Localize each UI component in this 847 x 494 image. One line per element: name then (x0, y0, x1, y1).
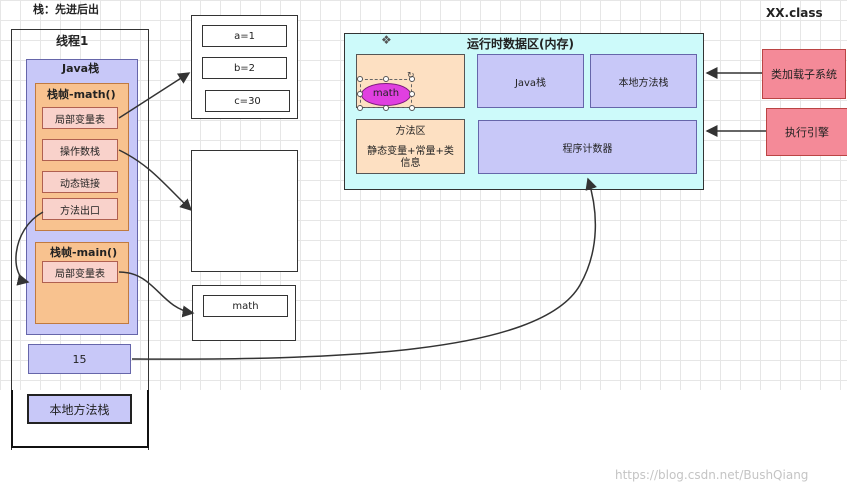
resize-handle-icon[interactable] (383, 105, 389, 111)
thread-title: 线程1 (56, 34, 89, 48)
local-b[interactable]: b=2 (202, 57, 287, 79)
runtime-native-stack[interactable]: 本地方法栈 (590, 54, 697, 108)
resize-handle-icon[interactable] (357, 91, 363, 97)
class-loader-subsystem[interactable]: 类加载子系统 (762, 49, 846, 99)
runtime-data-area-title: 运行时数据区(内存) (467, 37, 574, 51)
method-area-title: 方法区 (395, 126, 426, 137)
math-dynamic-link[interactable]: 动态链接 (42, 171, 118, 193)
math-local-var-table[interactable]: 局部变量表 (42, 107, 118, 129)
java-stack-title: Java栈 (62, 62, 100, 75)
native-method-stack[interactable]: 本地方法栈 (27, 394, 132, 424)
local-math[interactable]: math (203, 295, 288, 317)
pc-register-value[interactable]: 15 (28, 344, 131, 374)
operand-stack-container[interactable] (191, 150, 298, 272)
main-local-var-table[interactable]: 局部变量表 (42, 261, 118, 283)
resize-handle-icon[interactable] (357, 105, 363, 111)
math-object-label: math (372, 88, 400, 99)
frame-math-title: 栈帧-math() (47, 88, 116, 101)
resize-handle-icon[interactable] (409, 105, 415, 111)
local-c[interactable]: c=30 (205, 90, 290, 112)
resize-handle-icon[interactable] (383, 76, 389, 82)
selection-outline (360, 79, 412, 108)
class-file-label: XX.class (766, 6, 823, 20)
move-handle-icon[interactable]: ❖ (381, 33, 392, 47)
stack-note: 栈：先进后出 (33, 3, 99, 16)
method-area-box[interactable] (356, 119, 465, 174)
math-method-exit[interactable]: 方法出口 (42, 198, 118, 220)
local-a[interactable]: a=1 (202, 25, 287, 47)
resize-handle-icon[interactable] (357, 76, 363, 82)
resize-handle-icon[interactable] (409, 76, 415, 82)
rotate-handle-icon[interactable]: ↻ (407, 71, 415, 81)
frame-main-title: 栈帧-main() (50, 246, 118, 259)
math-operand-stack[interactable]: 操作数栈 (42, 139, 118, 161)
runtime-pc-register[interactable]: 程序计数器 (478, 120, 697, 174)
runtime-java-stack[interactable]: Java栈 (477, 54, 584, 108)
method-area-desc: 静态变量+常量+类信息 (367, 146, 454, 169)
resize-handle-icon[interactable] (409, 91, 415, 97)
execution-engine[interactable]: 执行引擎 (766, 108, 847, 156)
watermark: https://blog.csdn.net/BushQiang (615, 468, 809, 482)
